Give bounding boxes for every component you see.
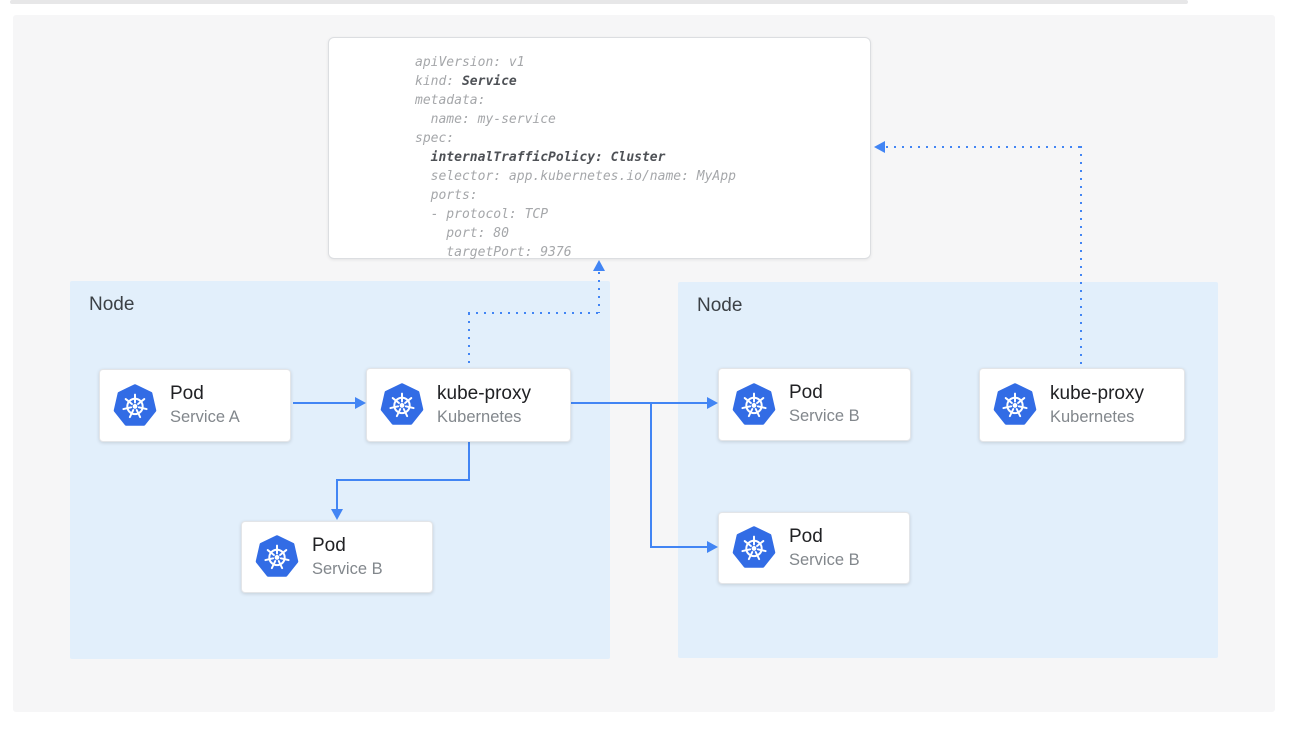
card-subtitle: Kubernetes: [437, 407, 522, 426]
arrow-kubeproxy-down: [468, 442, 470, 481]
card-title: kube-proxy: [437, 382, 531, 404]
yaml-code-line: apiVersion: v1: [415, 55, 525, 70]
arrowhead-down-icon: [331, 509, 343, 520]
dotted-kubeproxy-right: [468, 312, 600, 314]
kubernetes-icon: [732, 526, 776, 570]
card-kube-proxy-right: kube-proxy Kubernetes: [979, 368, 1185, 442]
card-subtitle: Service A: [170, 408, 240, 426]
card-pod-service-b-right-1: Pod Service B: [718, 368, 911, 441]
card-title: Pod: [789, 525, 823, 547]
top-divider: [10, 0, 1188, 4]
arrow-poda-to-kubeproxy: [293, 402, 355, 404]
yaml-code-line: spec:: [415, 131, 455, 146]
arrowhead-left-icon: [874, 141, 885, 153]
kubernetes-icon: [380, 383, 424, 427]
yaml-code-line: port: 80: [415, 226, 509, 241]
card-title: Pod: [789, 382, 823, 403]
dotted-kubeproxy-up: [468, 313, 470, 368]
dotted-to-yaml-bottom: [598, 272, 600, 313]
card-pod-service-a: Pod Service A: [99, 369, 291, 442]
kubernetes-icon: [113, 383, 157, 428]
node-box-right: Node: [678, 282, 1218, 658]
kubernetes-icon: [732, 382, 776, 427]
arrowhead-right-icon: [355, 397, 366, 409]
card-title: Pod: [312, 534, 346, 556]
yaml-code-line: metadata:: [415, 93, 486, 108]
card-pod-service-b-left: Pod Service B: [241, 521, 433, 593]
arrow-kubeproxy-to-podb1: [571, 402, 707, 404]
card-subtitle: Kubernetes: [1050, 407, 1135, 426]
yaml-code-line: targetPort: 9376: [415, 245, 572, 260]
yaml-code-line: ports:: [415, 188, 478, 203]
kubernetes-icon: [255, 535, 299, 579]
arrow-branch-to-podb2: [650, 546, 707, 548]
node-label: Node: [697, 295, 743, 316]
arrow-kubeproxy-left: [336, 479, 470, 481]
yaml-code-line: name: my-service: [415, 112, 556, 127]
arrow-branch-down: [650, 402, 652, 548]
card-title: Pod: [170, 383, 204, 404]
dotted-kubeproxy-right-up: [1080, 146, 1082, 368]
node-label: Node: [89, 294, 135, 315]
dotted-to-yaml-side: [886, 146, 1082, 148]
yaml-code-line: selector: app.kubernetes.io/name: MyApp: [415, 169, 736, 184]
card-kube-proxy-left: kube-proxy Kubernetes: [366, 368, 571, 442]
card-pod-service-b-right-2: Pod Service B: [718, 512, 910, 584]
kubernetes-icon: [993, 383, 1037, 427]
yaml-code-line: kind: Service: [415, 74, 517, 89]
card-subtitle: Service B: [312, 559, 383, 578]
service-yaml-card: apiVersion: v1 kind: Service metadata: nam…: [328, 37, 871, 260]
yaml-code-line: - protocol: TCP: [415, 207, 549, 222]
card-subtitle: Service B: [789, 550, 860, 569]
node-box-left: Node: [70, 281, 610, 659]
arrowhead-right-icon: [707, 541, 718, 553]
arrowhead-up-icon: [593, 260, 605, 271]
arrowhead-right-icon: [707, 397, 718, 409]
yaml-code-line: internalTrafficPolicy: Cluster: [430, 150, 666, 165]
card-subtitle: Service B: [789, 407, 860, 425]
card-title: kube-proxy: [1050, 382, 1144, 404]
arrow-to-podb-left: [336, 479, 338, 509]
